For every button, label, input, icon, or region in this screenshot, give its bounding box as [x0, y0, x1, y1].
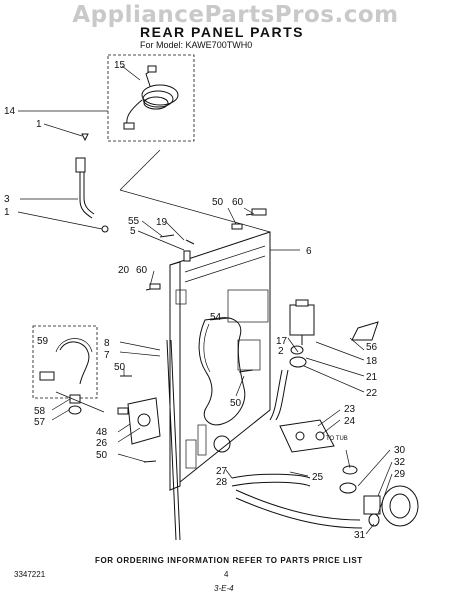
clip-part — [351, 321, 379, 341]
callout-31: 31 — [354, 530, 366, 541]
callout-26: 26 — [96, 438, 108, 449]
callout-20: 20 — [118, 265, 130, 276]
callout-25: 25 — [312, 472, 324, 483]
callout-50-top: 50 — [212, 197, 224, 208]
power-cord-part — [123, 65, 179, 130]
watermark: AppliancePartsPros.com — [72, 2, 399, 28]
catalog-number: 3347221 — [14, 570, 46, 579]
callout-7: 7 — [104, 350, 110, 361]
rear-panel-part — [169, 231, 271, 492]
page-reference: 3-E-4 — [214, 584, 234, 593]
callout-17: 17 — [276, 336, 288, 347]
callout-15: 15 — [114, 60, 126, 71]
drain-hose-box — [32, 325, 98, 399]
callout-3: 3 — [4, 194, 10, 205]
callout-59: 59 — [37, 336, 49, 347]
callout-27: 27 — [216, 466, 228, 477]
callout-50-center: 50 — [230, 398, 242, 409]
callout-21: 21 — [366, 372, 378, 383]
motor-mount-part — [279, 419, 335, 453]
callout-22: 22 — [366, 388, 378, 399]
fill-hose-part — [75, 157, 109, 233]
drain-hose-part — [39, 338, 93, 385]
pump-housing-part — [339, 465, 419, 527]
callout-23: 23 — [344, 404, 356, 415]
page-number: 4 — [224, 570, 229, 579]
callout-56: 56 — [366, 342, 378, 353]
drain-outlet-hose-part — [231, 473, 363, 529]
callout-6: 6 — [306, 246, 312, 257]
callout-18: 18 — [366, 356, 378, 367]
callout-32: 32 — [394, 457, 406, 468]
page-title: REAR PANEL PARTS — [140, 24, 305, 40]
callout-57: 57 — [34, 417, 46, 428]
wiring-harness-part — [198, 317, 246, 426]
callout-54: 54 — [210, 312, 222, 323]
callout-2: 2 — [278, 346, 284, 357]
pump-hose-part — [269, 345, 307, 421]
power-cord-box — [107, 54, 195, 142]
callout-58: 58 — [34, 406, 46, 417]
callout-29: 29 — [394, 469, 406, 480]
pump-bracket-part — [117, 397, 161, 445]
callout-8: 8 — [104, 338, 110, 349]
tube-part — [166, 339, 181, 541]
callout-50-left: 50 — [114, 362, 126, 373]
callout-50-bottom: 50 — [96, 450, 108, 461]
callout-14: 14 — [4, 106, 16, 117]
callout-19: 19 — [156, 217, 168, 228]
screws — [120, 208, 267, 463]
strain-relief-part — [81, 133, 89, 142]
leader-lines — [17, 65, 393, 535]
callout-60-mid: 60 — [136, 265, 148, 276]
callout-55: 55 — [128, 216, 140, 227]
callout-1-top: 1 — [36, 119, 42, 130]
callout-30: 30 — [394, 445, 406, 456]
callout-labels: 15 14 1 3 1 55 5 19 50 60 6 20 60 54 17 … — [4, 60, 406, 541]
callout-1-bottom: 1 — [4, 207, 10, 218]
ordering-footer: FOR ORDERING INFORMATION REFER TO PARTS … — [95, 556, 363, 565]
pressure-switch-part — [289, 299, 315, 345]
callout-28: 28 — [216, 477, 228, 488]
callout-5: 5 — [130, 226, 136, 237]
callout-24: 24 — [344, 416, 356, 427]
to-tub-note: TO TUB — [326, 436, 348, 442]
callout-60-top: 60 — [232, 197, 244, 208]
model-label: For Model: KAWE700TWH0 — [140, 40, 253, 50]
callout-48: 48 — [96, 427, 108, 438]
